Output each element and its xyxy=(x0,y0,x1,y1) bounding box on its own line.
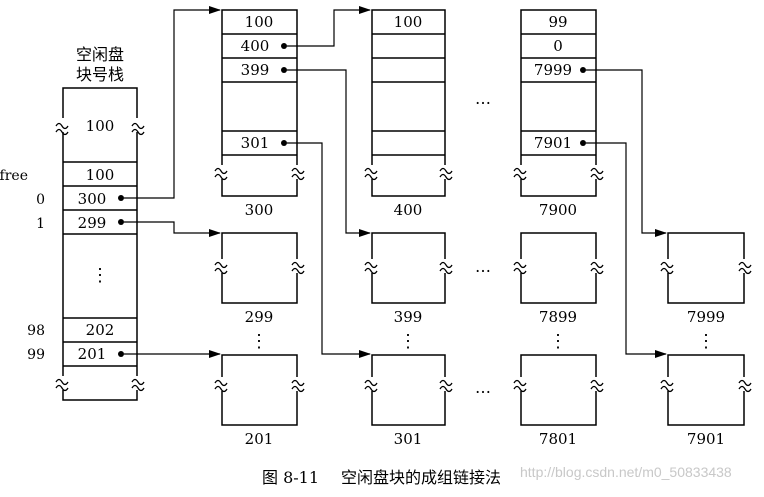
block-7801-label: 7801 xyxy=(539,430,577,448)
block-7900-count: 99 xyxy=(548,13,567,31)
block-299: 299 xyxy=(214,232,305,326)
pointer-dot xyxy=(281,140,287,146)
index-98-label: 98 xyxy=(27,323,45,339)
pointer-dot xyxy=(118,195,124,201)
block-7900-label: 7900 xyxy=(539,201,577,219)
break-mark xyxy=(214,165,305,181)
stack-entry-99: 201 xyxy=(78,345,107,363)
pointer-dot xyxy=(580,67,586,73)
break-mark xyxy=(364,165,453,181)
stack-title-line2: 块号栈 xyxy=(76,65,124,84)
block-7899-label: 7899 xyxy=(539,308,577,326)
vertical-ellipsis: ⋮ xyxy=(250,331,268,352)
vertical-ellipsis: ⋮ xyxy=(549,331,567,352)
free-block-stack: 空闲盘 块号栈 100 100 300 299 ⋮ 202 201 S.free… xyxy=(0,45,145,401)
stack-outline xyxy=(62,87,138,401)
index-0-label: 0 xyxy=(36,192,45,208)
pointer-dot xyxy=(580,140,586,146)
block-301: 301 xyxy=(364,354,453,448)
block-299-label: 299 xyxy=(245,308,274,326)
stack-vertical-dots: ⋮ xyxy=(91,265,109,286)
vertical-ellipsis: ⋮ xyxy=(399,331,417,352)
block-201: 201 xyxy=(214,354,305,448)
figure-number: 图 8-11 xyxy=(262,468,320,487)
arrow-301 xyxy=(287,142,371,358)
stack-entry-1: 299 xyxy=(78,214,107,232)
stack-entry-0: 300 xyxy=(78,190,107,208)
arrow-399 xyxy=(287,69,371,237)
sfree-label: S.free xyxy=(0,168,28,184)
block-7999-label: 7999 xyxy=(687,308,725,326)
horizontal-ellipsis: … xyxy=(475,378,491,397)
block-300-entry: 301 xyxy=(241,134,270,152)
stack-sfree-value: 100 xyxy=(86,166,115,184)
pointer-dot xyxy=(281,43,287,49)
figure-caption: 图 8-11 空闲盘块的成组链接法 xyxy=(0,464,764,494)
pointer-dot xyxy=(118,351,124,357)
block-300-entry: 399 xyxy=(241,61,270,79)
block-400-count: 100 xyxy=(394,13,423,31)
block-300-count: 100 xyxy=(245,13,274,31)
block-7900-entry: 0 xyxy=(553,37,563,55)
vertical-ellipsis: ⋮ xyxy=(697,331,715,352)
block-300-label: 300 xyxy=(245,201,274,219)
break-mark xyxy=(513,165,604,181)
stack-top-value: 100 xyxy=(86,117,115,135)
block-7900-entry: 7901 xyxy=(534,134,572,152)
block-201-label: 201 xyxy=(245,430,274,448)
stack-title-line1: 空闲盘 xyxy=(76,45,124,64)
block-399-label: 399 xyxy=(394,308,423,326)
stack-entry-98: 202 xyxy=(86,321,115,339)
arrow-299 xyxy=(124,221,221,237)
block-400-label: 400 xyxy=(394,201,423,219)
break-mark xyxy=(55,376,145,392)
figure-title: 空闲盘块的成组链接法 xyxy=(341,468,502,487)
pointer-arrows xyxy=(124,6,667,358)
arrow-300 xyxy=(124,6,221,199)
arrow-7999 xyxy=(586,69,667,237)
block-7900: 99 0 7999 7901 7900 xyxy=(513,9,604,219)
horizontal-ellipsis: … xyxy=(475,89,491,108)
block-300-entry: 400 xyxy=(241,37,270,55)
block-7999: 7999 xyxy=(660,232,752,326)
block-7899: 7899 xyxy=(513,232,604,326)
block-399: 399 xyxy=(364,232,453,326)
block-400: 100 400 xyxy=(364,9,453,219)
pointer-dot xyxy=(281,67,287,73)
break-mark xyxy=(55,118,145,136)
index-1-label: 1 xyxy=(36,216,45,232)
pointer-dot xyxy=(118,219,124,225)
index-99-label: 99 xyxy=(27,347,45,363)
block-7901: 7901 xyxy=(660,354,752,448)
arrow-400 xyxy=(287,6,371,47)
watermark: http://blog.csdn.net/m0_50833438 xyxy=(520,464,732,480)
block-7900-entry: 7999 xyxy=(534,61,572,79)
block-300: 100 400 399 301 300 xyxy=(214,9,305,219)
block-7801: 7801 xyxy=(513,354,604,448)
block-301-label: 301 xyxy=(394,430,423,448)
arrow-7901 xyxy=(586,142,667,358)
block-7901-label: 7901 xyxy=(687,430,725,448)
horizontal-ellipsis: … xyxy=(475,257,491,276)
